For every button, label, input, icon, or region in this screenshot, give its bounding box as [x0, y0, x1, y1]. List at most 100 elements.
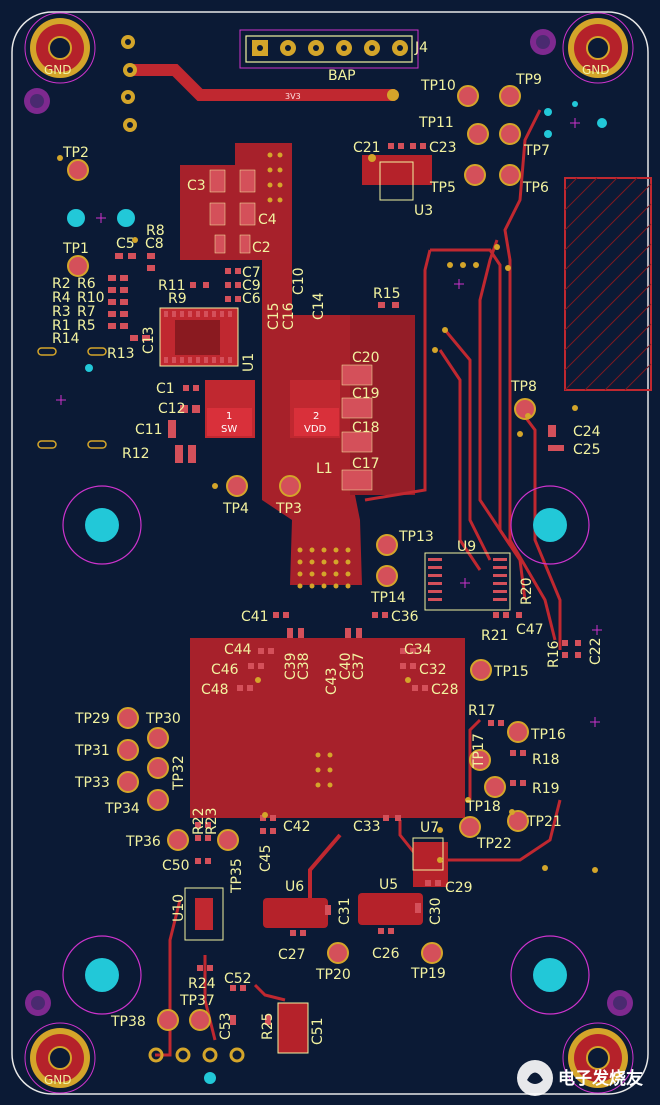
- label-c41: C41: [241, 609, 269, 625]
- label-c21: C21: [353, 140, 381, 156]
- label-r18: R18: [532, 752, 560, 768]
- label-c38: C38: [296, 652, 312, 680]
- label-c45: C45: [258, 844, 274, 872]
- u3-body: [379, 161, 414, 201]
- j4-courtyard: [239, 29, 419, 69]
- label-c9: C9: [242, 278, 261, 294]
- label-tp18: TP18: [465, 799, 501, 815]
- label-c50: C50: [162, 858, 190, 874]
- label-c14: C14: [311, 292, 327, 320]
- label-c26: C26: [372, 946, 400, 962]
- test-points: [67, 85, 536, 1031]
- label-tp37: TP37: [179, 993, 215, 1009]
- label-c22: C22: [588, 637, 604, 665]
- via-field: [267, 152, 479, 788]
- label-tp9: TP9: [515, 72, 542, 88]
- label-u3: U3: [414, 203, 433, 219]
- label-c19: C19: [352, 386, 380, 402]
- keepout-hatch: [564, 177, 652, 391]
- label-c27: C27: [278, 947, 306, 963]
- label-r5: R5: [77, 318, 96, 334]
- label-tp19: TP19: [410, 966, 446, 982]
- label-r12: R12: [122, 446, 150, 462]
- label-tp32: TP32: [171, 755, 187, 791]
- label-r20: R20: [519, 577, 535, 605]
- j4-label: J4: [414, 40, 428, 56]
- label-r11: R11: [158, 278, 186, 294]
- mount-hole-bl: GND: [24, 1022, 96, 1094]
- label-c36: C36: [391, 609, 419, 625]
- label-tp20: TP20: [315, 967, 351, 983]
- label-c2: C2: [252, 240, 271, 256]
- label-c10: C10: [291, 267, 307, 295]
- rail-3v3-pad: [387, 89, 399, 101]
- label-tp30: TP30: [145, 711, 181, 727]
- smd-pads: [108, 143, 581, 1025]
- label-r22: R22: [191, 807, 207, 835]
- label-c46: C46: [211, 662, 239, 678]
- label-u7: U7: [420, 820, 439, 836]
- label-tp11: TP11: [418, 115, 454, 131]
- label-c47: C47: [516, 622, 544, 638]
- label-tp5: TP5: [429, 180, 456, 196]
- gnd-label: GND: [44, 1073, 72, 1087]
- vdd-pad-label: VDD: [304, 424, 327, 435]
- label-u9: U9: [457, 539, 476, 555]
- mount-hole-tr: GND: [562, 12, 634, 84]
- label-tp3: TP3: [275, 501, 302, 517]
- u1-thermal-pad: [175, 320, 220, 355]
- label-c6: C6: [242, 291, 261, 307]
- label-tp4: TP4: [222, 501, 249, 517]
- bottom-pins: [148, 1047, 245, 1063]
- watermark: 电子发烧友: [517, 1060, 643, 1096]
- standoff-holes: [62, 485, 590, 1015]
- label-c1: C1: [156, 381, 175, 397]
- label-c32: C32: [419, 662, 447, 678]
- label-c20: C20: [352, 350, 380, 366]
- label-r25: R25: [260, 1012, 276, 1040]
- mount-hole-tl: GND: [24, 12, 96, 84]
- vdd-pad: [294, 408, 339, 436]
- u1-pins: [164, 311, 232, 363]
- corner-vias: [24, 29, 633, 1016]
- label-c51: C51: [310, 1017, 326, 1045]
- label-u6: U6: [285, 879, 304, 895]
- label-c28: C28: [431, 682, 459, 698]
- label-tp2: TP2: [62, 145, 89, 161]
- label-r7: R7: [77, 304, 96, 320]
- label-c39: C39: [283, 652, 299, 680]
- label-c3: C3: [187, 178, 206, 194]
- mount-hole-br: [562, 1022, 634, 1094]
- slot-pads: [37, 347, 107, 449]
- label-r1: R1: [52, 318, 71, 334]
- label-c7: C7: [242, 265, 261, 281]
- label-u1: U1: [241, 353, 257, 372]
- sw-pad: [207, 408, 252, 436]
- label-r23: R23: [204, 807, 220, 835]
- u10-body: [184, 887, 224, 941]
- label-c44: C44: [224, 642, 252, 658]
- gnd-label: GND: [582, 63, 610, 77]
- j4-pins: [252, 40, 408, 56]
- label-c37: C37: [351, 652, 367, 680]
- label-tp1: TP1: [62, 241, 89, 257]
- u7-body: [412, 837, 444, 871]
- label-r6: R6: [77, 276, 96, 292]
- label-c23: C23: [429, 140, 457, 156]
- label-c11: C11: [135, 422, 163, 438]
- label-c48: C48: [201, 682, 229, 698]
- label-tp21: TP21: [526, 814, 562, 830]
- label-tp34: TP34: [104, 801, 140, 817]
- label-c25: C25: [573, 442, 601, 458]
- label-c42: C42: [283, 819, 311, 835]
- label-c52: C52: [224, 971, 252, 987]
- small-drills: [67, 101, 607, 1084]
- label-r16: R16: [546, 640, 562, 668]
- label-tp13: TP13: [398, 529, 434, 545]
- label-tp17: TP17: [471, 733, 487, 769]
- u9-body: [424, 552, 511, 611]
- label-tp6: TP6: [522, 180, 549, 196]
- label-tp10: TP10: [420, 78, 456, 94]
- label-tp38: TP38: [110, 1014, 146, 1030]
- label-r13: R13: [107, 346, 135, 362]
